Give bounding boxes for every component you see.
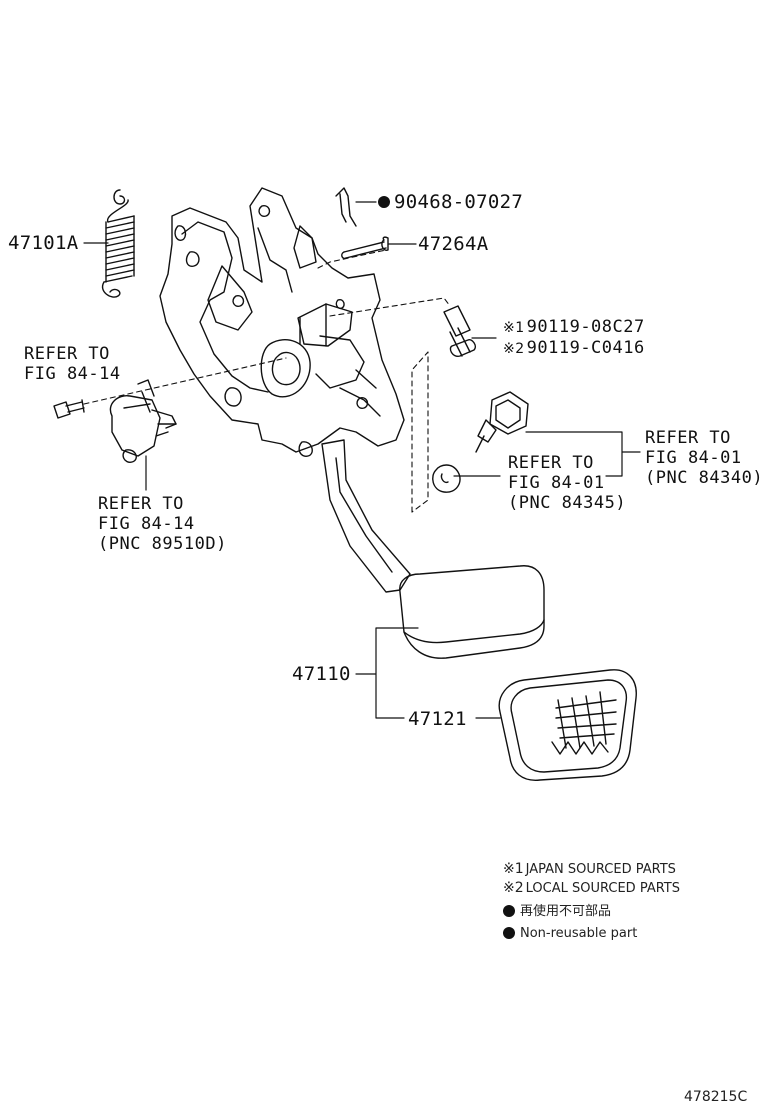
leader-lines (83, 201, 641, 719)
legend-text-3: 再使用不可部品 (520, 904, 612, 919)
clip (335, 187, 357, 227)
dot-icon (503, 905, 515, 917)
label-47121: 47121 (408, 708, 467, 730)
bolt-1-mark: ※1 (503, 320, 525, 336)
label-90468-07027: 90468-07027 (394, 191, 524, 213)
legend-mark-2: ※2 (503, 880, 524, 896)
legend-text-2: LOCAL SOURCED PARTS (525, 881, 680, 896)
refer-right-mid: REFER TO FIG 84-01 (PNC 84345) (508, 453, 626, 513)
refer-line: REFER TO (24, 344, 110, 364)
refer-line: FIG 84-01 (508, 473, 605, 493)
label-47101A: 47101A (8, 232, 79, 254)
pedal-bracket (159, 187, 405, 457)
non-reusable-mark (378, 196, 390, 208)
pedal-cushion (432, 464, 461, 493)
legend-mark-1: ※1 (503, 861, 524, 877)
sensor-bolt (53, 399, 85, 419)
bolt-2-mark: ※2 (503, 341, 525, 357)
refer-left-top: REFER TO FIG 84-14 (24, 344, 121, 384)
return-spring (101, 189, 135, 298)
legend-item-non-reusable-jp: 再使用不可部品 (503, 905, 611, 918)
label-47264A: 47264A (418, 233, 489, 255)
dashed-guides (83, 249, 451, 513)
refer-right-top: REFER TO FIG 84-01 (PNC 84340) (645, 428, 760, 488)
pedal-arm (321, 439, 545, 659)
refer-line: REFER TO (645, 428, 731, 448)
pivot-pin (341, 236, 389, 260)
refer-line: FIG 84-14 (24, 364, 121, 384)
refer-line: FIG 84-01 (645, 448, 742, 468)
bolt-2-number: 90119-C0416 (526, 338, 645, 358)
refer-line: (PNC 84340) (645, 468, 760, 488)
pedal-pad-cover (498, 669, 637, 781)
refer-line: (PNC 84345) (508, 493, 627, 513)
pedal-sensor (109, 379, 177, 463)
refer-line: (PNC 89510D) (98, 534, 227, 554)
refer-left-bottom: REFER TO FIG 84-14 (PNC 89510D) (98, 494, 227, 554)
legend-text-4: Non-reusable part (520, 926, 638, 941)
label-47110: 47110 (292, 663, 351, 685)
legend-item-non-reusable-en: Non-reusable part (503, 927, 637, 940)
stop-lamp-switch (475, 391, 529, 453)
legend-text-1: JAPAN SOURCED PARTS (525, 862, 676, 877)
bolt-1-number: 90119-08C27 (526, 317, 645, 337)
figure-code: 478215C (684, 1089, 748, 1105)
refer-line: FIG 84-14 (98, 514, 195, 534)
bolt (443, 305, 477, 357)
refer-line: REFER TO (508, 453, 594, 473)
refer-line: REFER TO (98, 494, 184, 514)
dot-icon (503, 927, 515, 939)
